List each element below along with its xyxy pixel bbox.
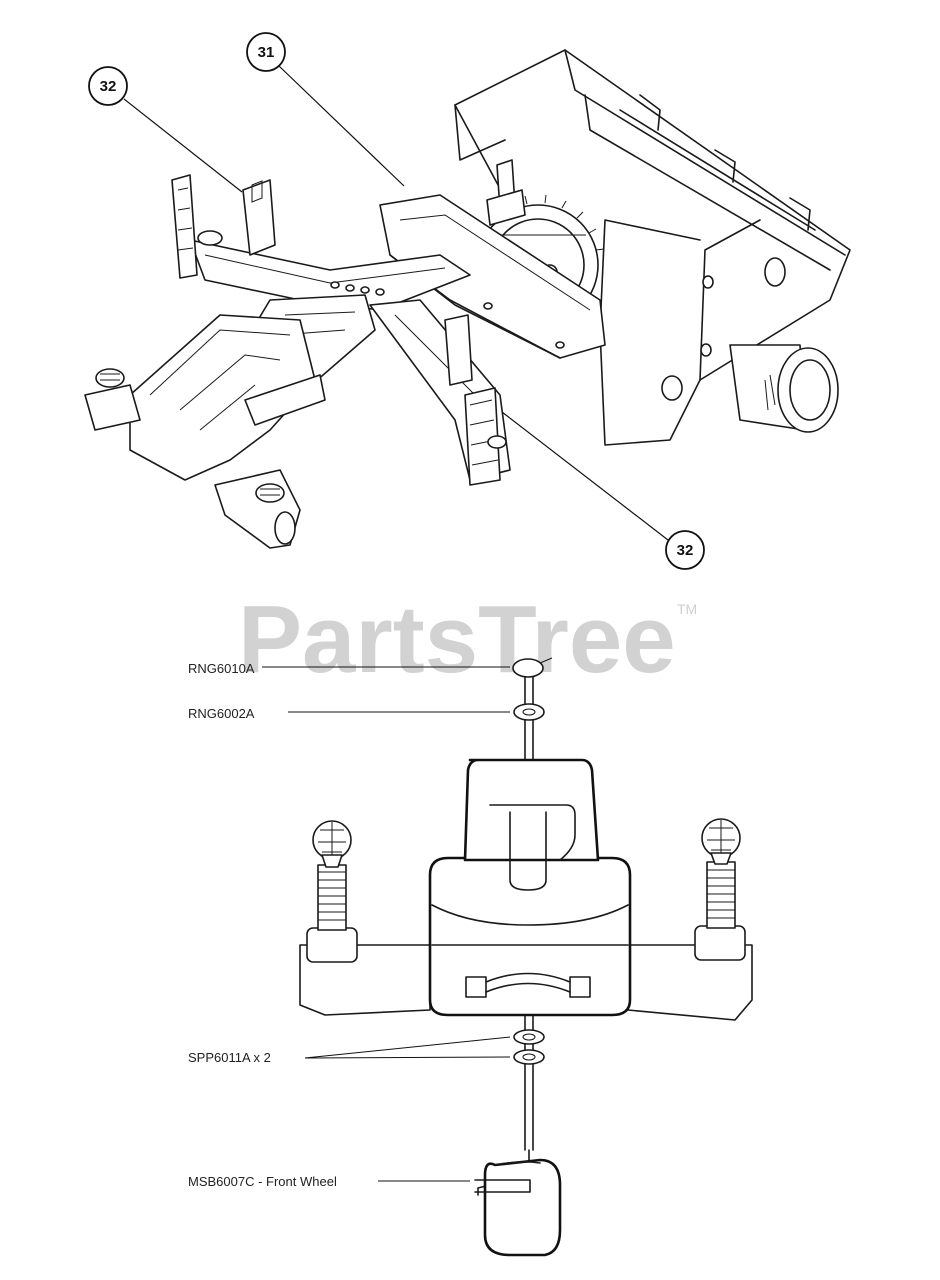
label-rng6002a-group: RNG6002A — [188, 706, 510, 721]
label-rng6002a: RNG6002A — [188, 706, 255, 721]
callout-32-lower-right-number: 32 — [677, 542, 694, 559]
watermark-trademark: TM — [677, 601, 697, 617]
label-rng6010a: RNG6010A — [188, 661, 255, 676]
callout-31-number: 31 — [258, 44, 275, 61]
label-msb6007c: MSB6007C - Front Wheel — [188, 1174, 337, 1189]
callout-32-upper-left-number: 32 — [100, 78, 117, 95]
front-axle-exploded-drawing — [299, 657, 753, 1257]
callout-32-upper-left: 32 — [88, 66, 243, 193]
callout-31: 31 — [246, 32, 405, 187]
label-msb6007c-group: MSB6007C - Front Wheel — [188, 1174, 470, 1189]
label-rng6010a-group: RNG6010A — [188, 661, 510, 676]
label-spp6011a: SPP6011A x 2 — [188, 1050, 271, 1065]
watermark-brand: PartsTree — [238, 586, 676, 693]
chassis-assembly-drawing — [84, 49, 851, 549]
callout-32-lower-right: 32 — [501, 411, 705, 570]
partstree-watermark: PartsTree TM — [238, 586, 697, 693]
label-spp6011a-group: SPP6011A x 2 — [188, 1036, 511, 1065]
